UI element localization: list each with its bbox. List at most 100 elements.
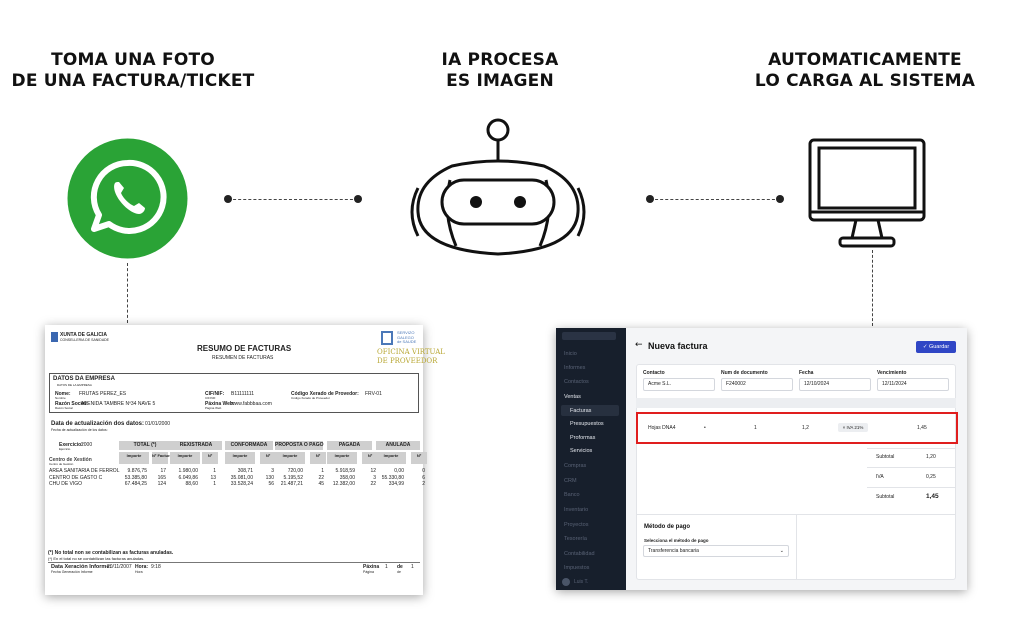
robot-icon — [410, 118, 588, 263]
table-group-header: PAGADA — [327, 441, 372, 450]
step-three-heading: AUTOMATICAMENTE LO CARGA AL SISTEMA — [754, 50, 976, 91]
payment-method-select[interactable]: Transferencia bancaria ⌄ — [643, 545, 789, 557]
sidebar-item[interactable]: Presupuestos — [570, 421, 604, 427]
table-group-header: ANULADA — [376, 441, 420, 450]
tax-badge[interactable]: × IVA 21% — [838, 423, 868, 432]
sidebar-item[interactable]: Banco — [564, 492, 580, 498]
whatsapp-icon — [67, 138, 188, 259]
table-group-header: CONFORMADA — [225, 441, 273, 450]
table-column-header: Nº Facturas — [152, 452, 174, 464]
table-cell: 1 — [321, 468, 324, 474]
org-name: XUNTA DE GALICIA — [60, 332, 107, 338]
table-cell: 56 — [268, 481, 274, 487]
table-cell: 720,00 — [287, 468, 303, 474]
payment-title: Método de pago — [644, 524, 690, 530]
arrow-left-icon[interactable]: ← — [635, 340, 643, 350]
field-label: Fecha — [799, 370, 814, 376]
footnote: (*) No total non se contabilizan as fact… — [48, 550, 174, 556]
table-column-header: Nº — [411, 452, 427, 464]
sidebar-item[interactable]: Servicios — [570, 448, 593, 454]
connector-line-left — [228, 199, 358, 200]
table-cell: 67.484,25 — [124, 481, 147, 487]
company-header: DATOS DA EMPRESA — [53, 376, 115, 382]
user-name[interactable]: Luis T. — [574, 579, 589, 585]
table-cell: 1 — [213, 468, 216, 474]
field-label: Contacto — [643, 370, 665, 376]
payment-label: Selecciona el método de pago — [644, 538, 709, 543]
total-label: Subtotal — [876, 494, 895, 500]
form-field[interactable]: F240002 — [721, 378, 793, 391]
table-column-header: Nº — [310, 452, 326, 464]
table-cell: 45 — [318, 481, 324, 487]
table-cell: 21.487,21 — [280, 481, 303, 487]
step-one-heading: TOMA UNA FOTO DE UNA FACTURA/TICKET — [11, 50, 255, 91]
table-column-header: Importe — [327, 452, 357, 464]
line-concept[interactable]: Hojas DNA4 — [648, 425, 676, 431]
table-column-header: Importe — [170, 452, 200, 464]
provider-code: FRV-01 — [365, 391, 382, 397]
table-column-header: Importe — [119, 452, 149, 464]
line-item-row[interactable] — [636, 412, 958, 444]
table-cell: 1.980,00 — [178, 468, 198, 474]
sidebar-item[interactable]: Tesorería — [564, 536, 587, 542]
sidebar-item[interactable]: Inicio — [564, 351, 577, 357]
avatar[interactable] — [562, 578, 570, 586]
table-cell: 22 — [370, 481, 376, 487]
table-cell: 53.385,80 — [124, 474, 147, 481]
field-label: Vencimiento — [877, 370, 907, 376]
step-two-heading: IA PROCESA ES IMAGEN — [441, 50, 559, 91]
line-qty[interactable]: 1 — [754, 425, 757, 431]
table-cell: 334,99 — [388, 481, 404, 487]
sidebar-item[interactable]: Ventas — [564, 394, 581, 400]
xunta-logo-icon — [51, 332, 58, 342]
sidebar-item[interactable]: Facturas — [570, 408, 592, 414]
sidebar-item[interactable]: Proformas — [570, 435, 596, 441]
page-number: 1 — [385, 564, 388, 570]
sidebar-item[interactable]: Informes — [564, 365, 586, 371]
table-cell: 33.528,24 — [230, 481, 253, 487]
sidebar-item[interactable]: Contactos — [564, 379, 589, 385]
table-cell: 55.330,80 — [381, 474, 404, 481]
connector-dot — [646, 195, 654, 203]
connector-dot — [354, 195, 362, 203]
sidebar-item[interactable]: Impuestos — [564, 565, 590, 571]
form-field[interactable]: Acme S.L. — [643, 378, 715, 391]
sidebar-item[interactable]: Inventario — [564, 507, 589, 513]
chevron-down-icon: ⌄ — [779, 548, 784, 554]
remove-tax-icon: × — [842, 425, 847, 430]
total-value: 0,25 — [926, 474, 936, 480]
sidebar-item[interactable]: Proyectos — [564, 522, 589, 528]
company-box — [49, 373, 419, 413]
table-group-header: PROPOSTA O PAGO — [275, 441, 324, 450]
monitor-icon — [808, 138, 926, 250]
line-price[interactable]: 1,2 — [802, 425, 809, 431]
form-field[interactable]: 12/11/2024 — [877, 378, 949, 391]
table-column-header: Nº — [362, 452, 378, 464]
page-total: 1 — [411, 564, 414, 570]
check-icon: ✓ — [922, 344, 929, 350]
generation-date: 20/11/2007 — [107, 564, 132, 570]
total-label: Subtotal — [876, 454, 895, 460]
table-cell: 6 — [422, 474, 425, 481]
provider-stamp: OFICINA VIRTUAL DE PROVEEDOR — [377, 348, 445, 365]
table-cell: 124 — [157, 481, 166, 487]
line-remove-icon[interactable]: • — [704, 425, 706, 431]
table-column-header: Nº — [202, 452, 218, 464]
form-field[interactable]: 12/10/2024 — [799, 378, 871, 391]
connector-line-down-right — [872, 250, 873, 326]
save-button[interactable]: ✓ Guardar — [916, 341, 956, 353]
table-cell: 0 — [422, 468, 425, 474]
sidebar-item[interactable]: CRM — [564, 478, 577, 484]
connector-line-down-left — [127, 263, 128, 323]
sidebar-item[interactable]: Contabilidad — [564, 551, 595, 557]
sergas-text: SERVIZO GALEGO de SAUDE — [397, 330, 417, 344]
table-cell: 5.918,59 — [335, 468, 355, 474]
update-date: 01/01/2000 — [145, 421, 171, 427]
doc-subtitle: RESUMEN DE FACTURAS — [212, 355, 274, 361]
table-column-header: Importe — [275, 452, 305, 464]
sidebar-item[interactable]: Compras — [564, 463, 587, 469]
page-title: Nueva factura — [648, 341, 708, 351]
